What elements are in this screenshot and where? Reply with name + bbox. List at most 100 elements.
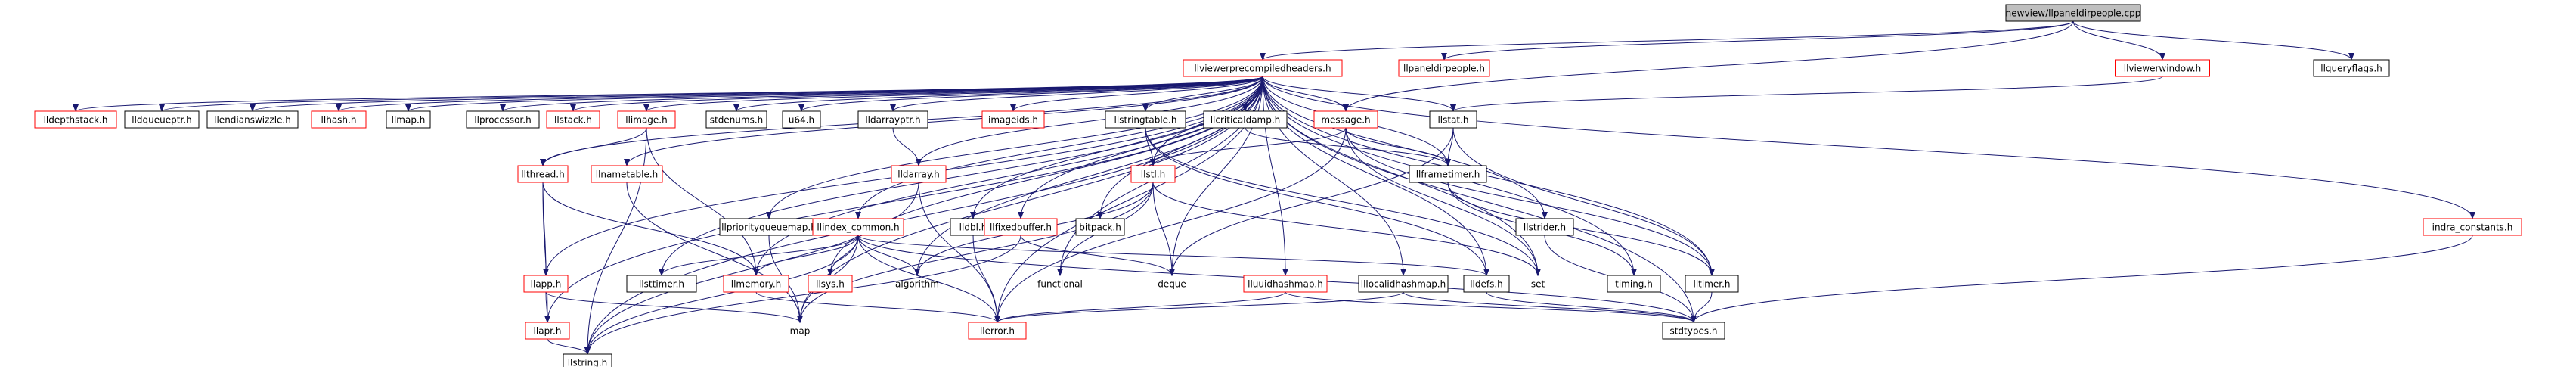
graph-node[interactable]: llstat.h (1429, 110, 1477, 129)
graph-node[interactable]: llimage.h (617, 110, 676, 129)
node-label: lllocalidhashmap.h (1361, 279, 1446, 290)
node-label: stdtypes.h (1669, 326, 1717, 337)
graph-node: map (790, 326, 811, 337)
dependency-edge (542, 182, 550, 323)
node-label: u64.h (789, 115, 814, 126)
node-label: llstring.h (568, 358, 608, 368)
graph-node[interactable]: llsys.h (808, 275, 853, 293)
graph-node[interactable]: llstringtable.h (1105, 110, 1186, 129)
node-box (1243, 275, 1328, 293)
node-box (523, 275, 569, 293)
node-box (1515, 218, 1574, 236)
node-label: llapr.h (534, 326, 562, 337)
dependency-edge (1010, 76, 1263, 112)
dependency-edge (916, 76, 1263, 166)
dependency-edge (540, 127, 647, 166)
graph-node[interactable]: llviewerprecompiledheaders.h (1183, 59, 1343, 77)
graph-node[interactable]: timing.h (1607, 275, 1661, 293)
dependency-edge (918, 182, 1000, 323)
dependency-edge (1345, 127, 1541, 276)
node-box (591, 165, 663, 183)
graph-node[interactable]: llstrider.h (1515, 218, 1574, 236)
node-box (617, 110, 676, 129)
dependency-edge (1152, 182, 1541, 276)
graph-node[interactable]: lldarray.h (891, 165, 947, 183)
node-label: llsttimer.h (639, 279, 684, 290)
graph-node[interactable]: lldepthstack.h (34, 110, 117, 129)
dependency-edge (1403, 291, 1697, 323)
node-label: indra_constants.h (2432, 222, 2513, 233)
dependency-edge (547, 338, 591, 355)
graph-node[interactable]: lldarrayptr.h (857, 110, 928, 129)
dependency-edge (857, 235, 1489, 276)
node-label: lluuidhashmap.h (1248, 279, 1323, 290)
dependency-edge (584, 235, 1021, 355)
dependency-edge (542, 182, 759, 276)
dependency-edge (624, 76, 1263, 166)
graph-node[interactable]: llmap.h (386, 110, 431, 129)
graph-node[interactable]: lldqueueptr.h (124, 110, 200, 129)
graph-node[interactable]: llpaneldirpeople.h (1398, 59, 1490, 77)
dependency-edge (1262, 76, 1715, 276)
graph-node[interactable]: llsttimer.h (626, 275, 697, 293)
graph-node[interactable]: llapp.h (523, 275, 569, 293)
node-box (2115, 59, 2210, 77)
graph-node[interactable]: llcriticaldamp.h (1203, 110, 1288, 129)
graph-node[interactable]: llnametable.h (591, 165, 663, 183)
graph-node[interactable]: llindex_common.h (812, 218, 904, 236)
graph-node[interactable]: llfixedbuffer.h (984, 218, 1058, 236)
graph-node[interactable]: llerror.h (968, 322, 1027, 340)
dependency-edge (1285, 291, 1697, 323)
graph-node[interactable]: llapr.h (525, 322, 570, 340)
node-label: llpaneldirpeople.h (1403, 64, 1485, 74)
dependency-edge (250, 76, 1263, 112)
graph-node[interactable]: lllocalidhashmap.h (1358, 275, 1449, 293)
graph-node: functional (1037, 279, 1083, 290)
graph-node[interactable]: llprocessor.h (466, 110, 540, 129)
node-label: llerror.h (980, 326, 1015, 337)
node-label: llstrider.h (1524, 222, 1566, 233)
graph-node[interactable]: stdenums.h (705, 110, 767, 129)
node-box (705, 110, 767, 129)
dependency-edge (1691, 291, 1713, 323)
node-label: llviewerwindow.h (2124, 64, 2201, 74)
node-box (2313, 59, 2390, 77)
node-box (1075, 218, 1125, 236)
graph-node[interactable]: indra_constants.h (2423, 218, 2522, 236)
node-box (1429, 110, 1477, 129)
graph-node[interactable]: lluuidhashmap.h (1243, 275, 1328, 293)
graph-node[interactable]: lldefs.h (1463, 275, 1510, 293)
graph-node[interactable]: llthread.h (517, 165, 569, 183)
graph-node[interactable]: llstl.h (1130, 165, 1176, 183)
graph-node[interactable]: llqueryflags.h (2313, 59, 2390, 77)
graph-node[interactable]: llframetimer.h (1409, 165, 1487, 183)
graph-node[interactable]: lltimer.h (1685, 275, 1739, 293)
node-box (1203, 110, 1288, 129)
node-box (981, 110, 1045, 129)
dependency-edge (1169, 127, 1454, 276)
graph-node[interactable]: bitpack.h (1075, 218, 1125, 236)
graph-node[interactable]: llstack.h (546, 110, 600, 129)
dependency-edge (1345, 127, 1451, 166)
graph-node[interactable]: llmemory.h (723, 275, 789, 293)
graph-node[interactable]: llstring.h (563, 353, 612, 370)
dependency-edge (659, 235, 859, 276)
dependency-edge (766, 76, 1263, 219)
node-box (1463, 275, 1510, 293)
node-box (386, 110, 431, 129)
node-box (206, 110, 299, 129)
graph-node[interactable]: llpriorityqueuemap.h (719, 218, 819, 236)
dependency-edge (1447, 182, 1715, 276)
graph-node[interactable]: stdtypes.h (1662, 322, 1725, 340)
graph-node[interactable]: llendianswizzle.h (206, 110, 299, 129)
node-box (891, 165, 947, 183)
node-label: message.h (1321, 115, 1370, 126)
graph-node[interactable]: message.h (1313, 110, 1378, 129)
dependency-edge (1441, 20, 2074, 61)
graph-node[interactable]: llhash.h (311, 110, 367, 129)
dependency-edge (2072, 20, 2354, 61)
graph-node[interactable]: u64.h (782, 110, 821, 129)
graph-node[interactable]: llviewerwindow.h (2115, 59, 2210, 77)
dependency-edge (584, 127, 647, 355)
graph-node[interactable]: imageids.h (981, 110, 1045, 129)
